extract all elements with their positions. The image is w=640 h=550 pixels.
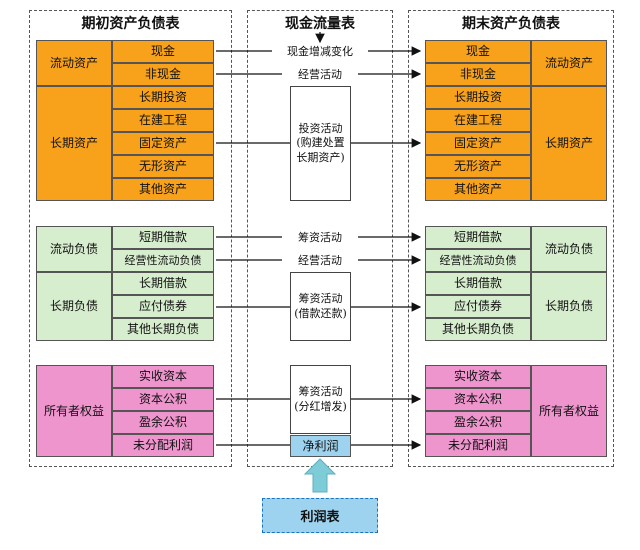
left-item-intangible: 无形资产 (112, 155, 214, 178)
left-item-non-cash: 非现金 (112, 63, 214, 86)
closing-balance-panel (408, 10, 614, 467)
cashflow-title: 现金流量表 (285, 16, 355, 32)
right-item-lt-loans: 长期借款 (425, 272, 531, 295)
left-category-owners-equity: 所有者权益 (36, 365, 112, 457)
right-item-capital-reserve: 资本公积 (425, 388, 531, 411)
right-category-long-term-assets: 长期资产 (531, 86, 607, 201)
flow-financing-dividend-box: 筹资活动 (分红增发) (290, 365, 351, 434)
flow-operating-2: 经营活动 (282, 252, 358, 268)
opening-balance-panel (29, 10, 232, 467)
left-item-cash: 现金 (112, 40, 214, 63)
flow-investing-box: 投资活动 (购建处置 长期资产) (290, 86, 351, 201)
left-category-current-assets: 流动资产 (36, 40, 112, 86)
flow-operating-1: 经营活动 (282, 66, 358, 82)
right-item-bonds: 应付债券 (425, 295, 531, 318)
right-item-construction: 在建工程 (425, 109, 531, 132)
right-item-other-lt-liab: 其他长期负债 (425, 318, 531, 341)
left-item-fixed-assets: 固定资产 (112, 132, 214, 155)
left-item-st-loans: 短期借款 (112, 226, 214, 249)
left-item-other-assets: 其他资产 (112, 178, 214, 201)
left-item-surplus-reserve: 盈余公积 (112, 411, 214, 434)
left-item-undistributed: 未分配利润 (112, 434, 214, 457)
left-item-lt-loans: 长期借款 (112, 272, 214, 295)
left-item-operating-liab: 经营性流动负债 (112, 249, 214, 272)
right-category-current-assets: 流动资产 (531, 40, 607, 86)
flow-financing-1: 筹资活动 (282, 229, 358, 245)
right-item-cash: 现金 (425, 40, 531, 63)
flow-financing-loan-box: 筹资活动 (借款还款) (290, 272, 351, 341)
left-category-long-term-assets: 长期资产 (36, 86, 112, 201)
right-item-lt-investment: 长期投资 (425, 86, 531, 109)
left-item-construction: 在建工程 (112, 109, 214, 132)
right-item-undistributed: 未分配利润 (425, 434, 531, 457)
right-item-paid-in: 实收资本 (425, 365, 531, 388)
left-item-paid-in: 实收资本 (112, 365, 214, 388)
left-item-other-lt-liab: 其他长期负债 (112, 318, 214, 341)
left-item-capital-reserve: 资本公积 (112, 388, 214, 411)
right-item-other-assets: 其他资产 (425, 178, 531, 201)
income-statement-box: 利润表 (262, 498, 378, 533)
left-item-lt-investment: 长期投资 (112, 86, 214, 109)
right-item-fixed-assets: 固定资产 (425, 132, 531, 155)
right-category-current-liabilities: 流动负债 (531, 226, 607, 272)
opening-balance-title: 期初资产负债表 (81, 16, 180, 32)
right-item-st-loans: 短期借款 (425, 226, 531, 249)
left-item-bonds: 应付债券 (112, 295, 214, 318)
right-item-surplus-reserve: 盈余公积 (425, 411, 531, 434)
left-category-long-term-liabilities: 长期负债 (36, 272, 112, 341)
right-category-long-term-liabilities: 长期负债 (531, 272, 607, 341)
left-category-current-liabilities: 流动负债 (36, 226, 112, 272)
closing-balance-title: 期末资产负债表 (462, 16, 560, 32)
right-item-non-cash: 非现金 (425, 63, 531, 86)
right-item-operating-liab: 经营性流动负债 (425, 249, 531, 272)
flow-net-profit: 净利润 (290, 435, 351, 457)
flow-cash-change: 现金增减变化 (272, 43, 368, 59)
right-item-intangible: 无形资产 (425, 155, 531, 178)
right-category-owners-equity: 所有者权益 (531, 365, 607, 457)
